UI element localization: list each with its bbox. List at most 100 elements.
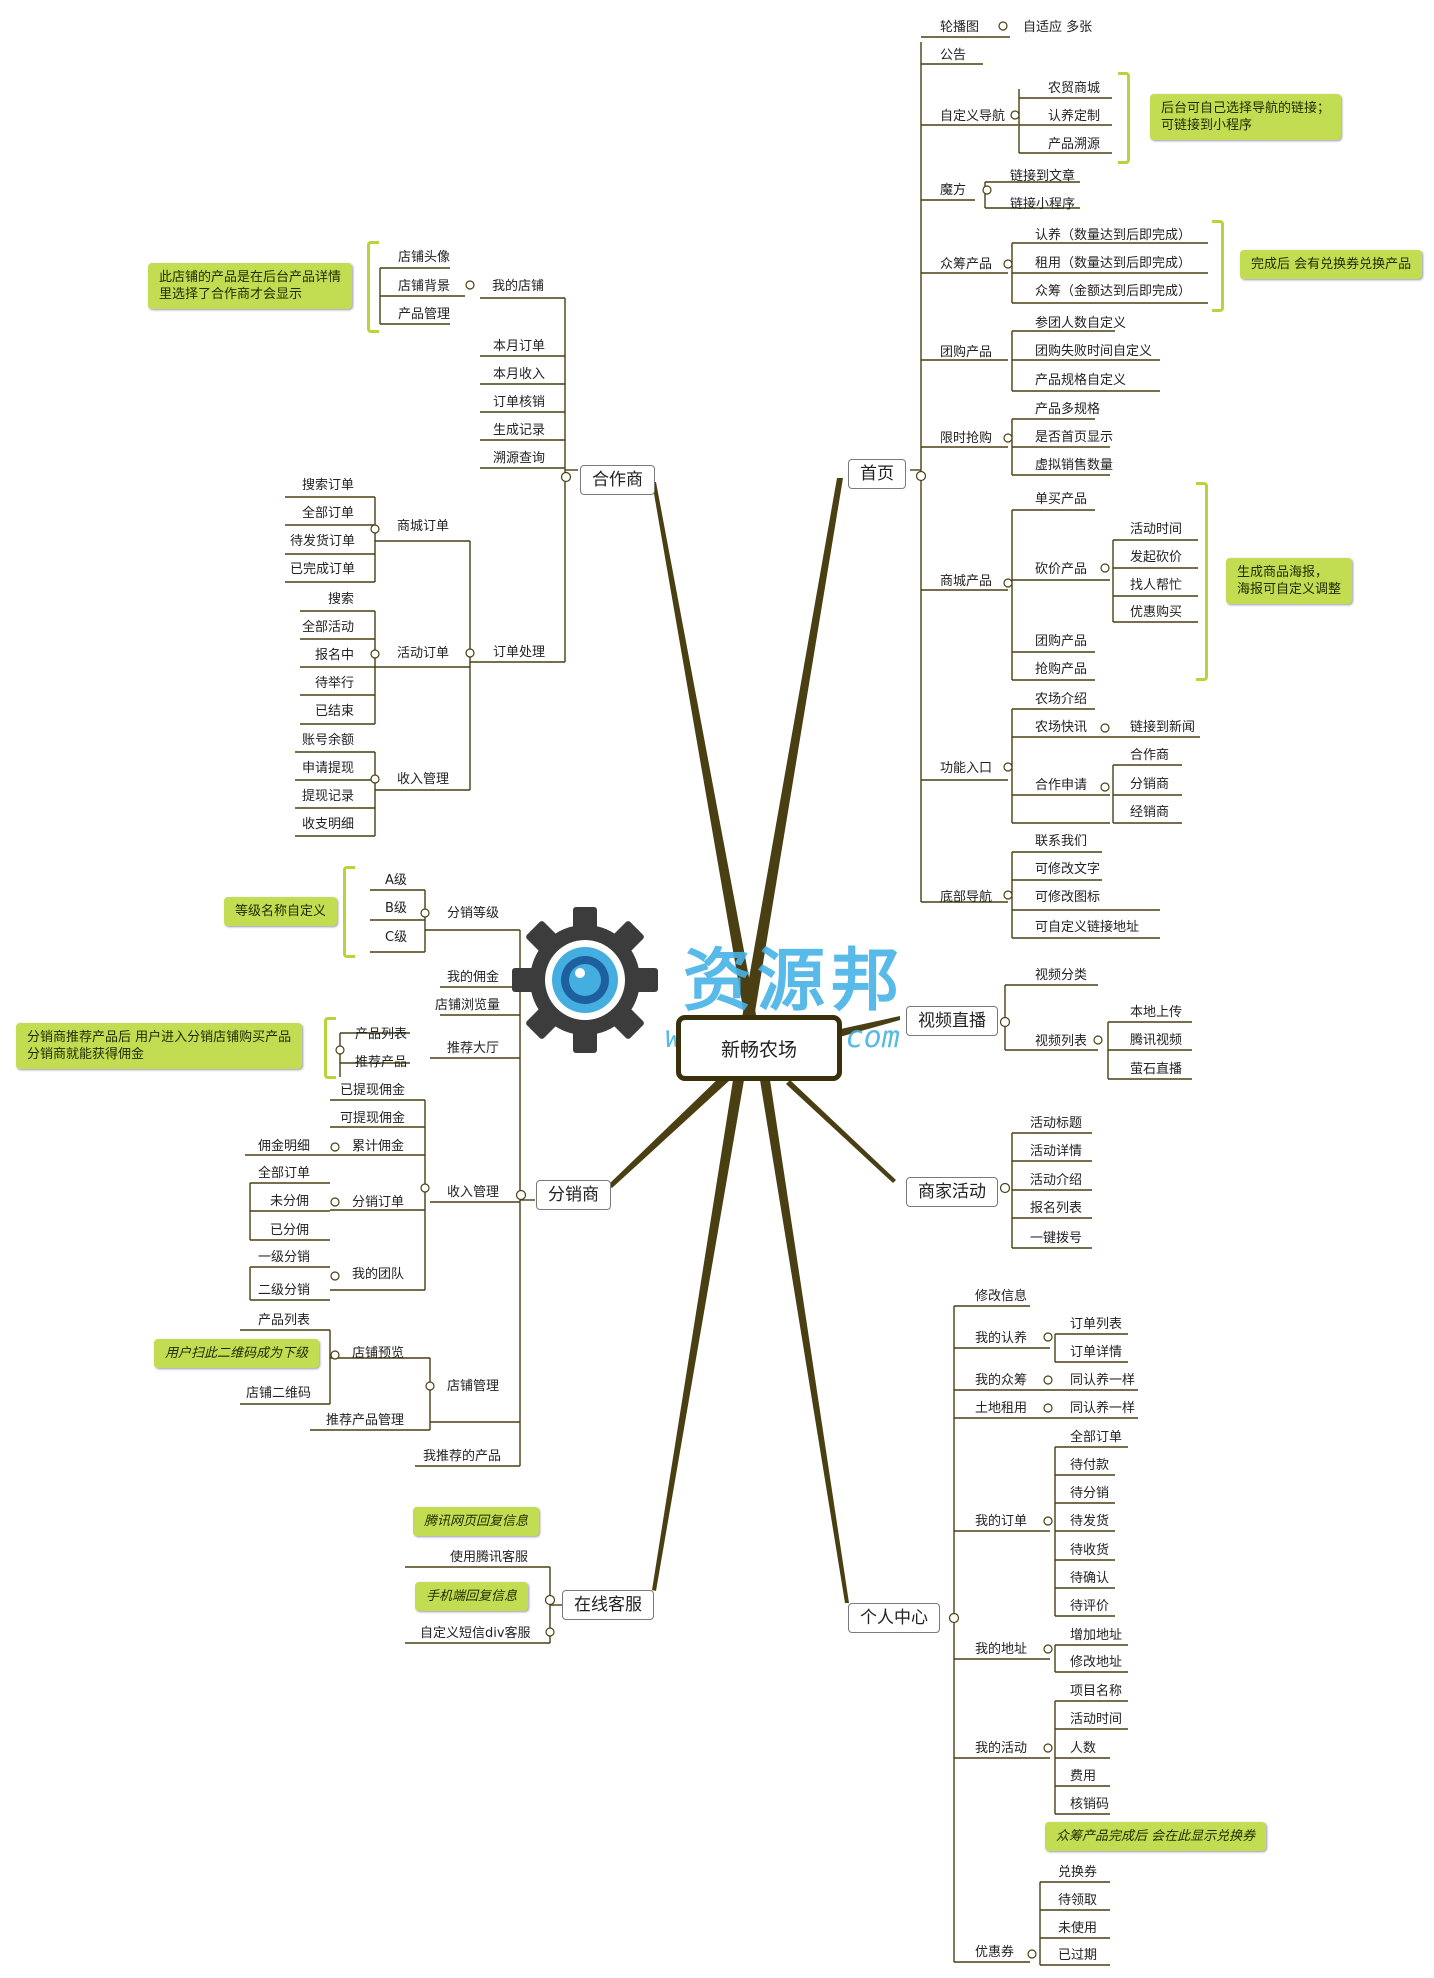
node-tencent-service[interactable]: 使用腾讯客服 — [450, 1550, 529, 1565]
node-group-item-2[interactable]: 产品规格自定义 — [1035, 373, 1127, 388]
node-split-item-2[interactable]: 已分佣 — [270, 1223, 310, 1238]
node-level-item-1[interactable]: B级 — [385, 901, 407, 916]
node-level-item-2[interactable]: C级 — [385, 930, 408, 945]
node-video-item-2[interactable]: 萤石直播 — [1130, 1062, 1183, 1077]
node-withdrawn[interactable]: 已提现佣金 — [340, 1083, 406, 1098]
node-act-order-item-4[interactable]: 已结束 — [315, 704, 355, 719]
node-level-item-0[interactable]: A级 — [385, 873, 407, 888]
node-preview[interactable]: 店铺预览 — [352, 1346, 405, 1361]
node-my-store[interactable]: 我的店铺 — [492, 279, 545, 294]
node-act-order-item-1[interactable]: 全部活动 — [302, 620, 355, 635]
node-activity-item-4[interactable]: 一键拨号 — [1030, 1231, 1083, 1246]
branch-personal[interactable]: 个人中心 — [848, 1603, 940, 1633]
node-hall[interactable]: 推荐大厅 — [447, 1041, 500, 1056]
node-act-order-item-3[interactable]: 待举行 — [315, 676, 355, 691]
node-activity2-item-2[interactable]: 人数 — [1070, 1741, 1097, 1756]
node-verify[interactable]: 订单核销 — [493, 395, 546, 410]
node-hall-item-0[interactable]: 产品列表 — [355, 1027, 408, 1042]
node-order-item-3[interactable]: 待发货 — [1070, 1514, 1110, 1529]
node-activity-item-3[interactable]: 报名列表 — [1030, 1201, 1083, 1216]
node-mall-flash[interactable]: 抢购产品 — [1035, 662, 1088, 677]
node-trace[interactable]: 溯源查询 — [493, 451, 546, 466]
node-team[interactable]: 我的团队 — [352, 1267, 405, 1282]
node-bargain-item-3[interactable]: 优惠购买 — [1130, 605, 1183, 620]
node-video-category[interactable]: 视频分类 — [1035, 968, 1088, 983]
node-flash-item-1[interactable]: 是否首页显示 — [1035, 430, 1114, 445]
node-mall-order-item-1[interactable]: 全部订单 — [302, 506, 355, 521]
node-flash-item-2[interactable]: 虚拟销售数量 — [1035, 458, 1114, 473]
node-magic-item-0[interactable]: 链接到文章 — [1010, 169, 1076, 184]
node-crowd-item-2[interactable]: 众筹（金额达到后即完成） — [1035, 284, 1192, 299]
branch-service[interactable]: 在线客服 — [562, 1590, 654, 1620]
branch-partner[interactable]: 合作商 — [580, 465, 655, 495]
node-mall-order-item-3[interactable]: 已完成订单 — [290, 562, 356, 577]
node-mall-order-item-0[interactable]: 搜索订单 — [302, 478, 355, 493]
node-income-item-3[interactable]: 收支明细 — [302, 817, 355, 832]
node-coupon[interactable]: 优惠券 — [975, 1945, 1015, 1960]
node-store-item-2[interactable]: 产品管理 — [398, 307, 451, 322]
node-my-activity[interactable]: 我的活动 — [975, 1741, 1028, 1756]
node-adopt-item-1[interactable]: 订单详情 — [1070, 1345, 1123, 1360]
node-act-orders[interactable]: 活动订单 — [397, 646, 450, 661]
node-bottom-item-2[interactable]: 可自定义链接地址 — [1035, 920, 1140, 935]
node-magic[interactable]: 魔方 — [940, 183, 967, 198]
node-income-item-2[interactable]: 提现记录 — [302, 789, 355, 804]
node-dist-income[interactable]: 收入管理 — [447, 1185, 500, 1200]
node-my-address[interactable]: 我的地址 — [975, 1642, 1028, 1657]
node-bottom-item-1[interactable]: 可修改图标 — [1035, 890, 1101, 905]
node-cooperation[interactable]: 合作申请 — [1035, 778, 1088, 793]
node-split-item-0[interactable]: 全部订单 — [258, 1166, 311, 1181]
node-farm-intro[interactable]: 农场介绍 — [1035, 692, 1088, 707]
node-coupon-item-1[interactable]: 待领取 — [1058, 1893, 1098, 1908]
node-store-item-1[interactable]: 店铺背景 — [398, 279, 451, 294]
node-preview-item-0[interactable]: 产品列表 — [258, 1313, 311, 1328]
node-commission-detail[interactable]: 佣金明细 — [258, 1139, 311, 1154]
node-flash[interactable]: 限时抢购 — [940, 431, 993, 446]
node-nav-item-1[interactable]: 认养定制 — [1048, 109, 1101, 124]
node-mall-single[interactable]: 单买产品 — [1035, 492, 1088, 507]
node-order-item-6[interactable]: 待评价 — [1070, 1599, 1110, 1614]
node-order-item-4[interactable]: 待收货 — [1070, 1543, 1110, 1558]
node-records[interactable]: 生成记录 — [493, 423, 546, 438]
node-month-income[interactable]: 本月收入 — [493, 367, 546, 382]
node-accum[interactable]: 累计佣金 — [352, 1139, 405, 1154]
node-my-crowd-sub[interactable]: 同认养一样 — [1070, 1373, 1136, 1388]
node-activity2-item-1[interactable]: 活动时间 — [1070, 1712, 1123, 1727]
node-bargain-item-1[interactable]: 发起砍价 — [1130, 550, 1183, 565]
node-bottom-item-0[interactable]: 可修改文字 — [1035, 862, 1101, 877]
node-sms-service[interactable]: 自定义短信div客服 — [420, 1626, 531, 1641]
node-group-item-0[interactable]: 参团人数自定义 — [1035, 316, 1127, 331]
node-contact[interactable]: 联系我们 — [1035, 834, 1088, 849]
node-rec-mgmt[interactable]: 推荐产品管理 — [326, 1413, 405, 1428]
node-bargain-item-0[interactable]: 活动时间 — [1130, 522, 1183, 537]
node-video-list[interactable]: 视频列表 — [1035, 1034, 1088, 1049]
node-coupon-item-0[interactable]: 兑换券 — [1058, 1865, 1098, 1880]
node-address-item-1[interactable]: 修改地址 — [1070, 1655, 1123, 1670]
node-my-crowd[interactable]: 我的众筹 — [975, 1373, 1028, 1388]
node-team-item-0[interactable]: 一级分销 — [258, 1250, 311, 1265]
node-edit-info[interactable]: 修改信息 — [975, 1289, 1028, 1304]
node-custom-nav[interactable]: 自定义导航 — [940, 109, 1006, 124]
node-my-orders[interactable]: 我的订单 — [975, 1514, 1028, 1529]
node-preview-item-1[interactable]: 店铺二维码 — [246, 1386, 312, 1401]
node-income-item-1[interactable]: 申请提现 — [302, 761, 355, 776]
node-nav-item-0[interactable]: 农贸商城 — [1048, 81, 1101, 96]
node-partner-income[interactable]: 收入管理 — [397, 772, 450, 787]
node-group[interactable]: 团购产品 — [940, 345, 993, 360]
node-mall-order-item-2[interactable]: 待发货订单 — [290, 534, 356, 549]
node-flash-item-0[interactable]: 产品多规格 — [1035, 402, 1101, 417]
node-coupon-item-2[interactable]: 未使用 — [1058, 1921, 1098, 1936]
branch-distributor[interactable]: 分销商 — [536, 1180, 611, 1210]
node-mall-bargain[interactable]: 砍价产品 — [1035, 562, 1088, 577]
node-mall-orders[interactable]: 商城订单 — [397, 519, 450, 534]
node-activity2-item-4[interactable]: 核销码 — [1070, 1797, 1110, 1812]
node-coop-item-0[interactable]: 合作商 — [1130, 748, 1170, 763]
node-activity-item-2[interactable]: 活动介绍 — [1030, 1173, 1083, 1188]
node-order-item-1[interactable]: 待付款 — [1070, 1458, 1110, 1473]
node-order-item-5[interactable]: 待确认 — [1070, 1571, 1110, 1586]
node-withdrawable[interactable]: 可提现佣金 — [340, 1111, 406, 1126]
branch-activity[interactable]: 商家活动 — [906, 1177, 998, 1207]
node-carousel[interactable]: 轮播图 — [940, 20, 980, 35]
node-order-item-0[interactable]: 全部订单 — [1070, 1430, 1123, 1445]
root-node[interactable]: 新畅农场 — [676, 1015, 842, 1081]
